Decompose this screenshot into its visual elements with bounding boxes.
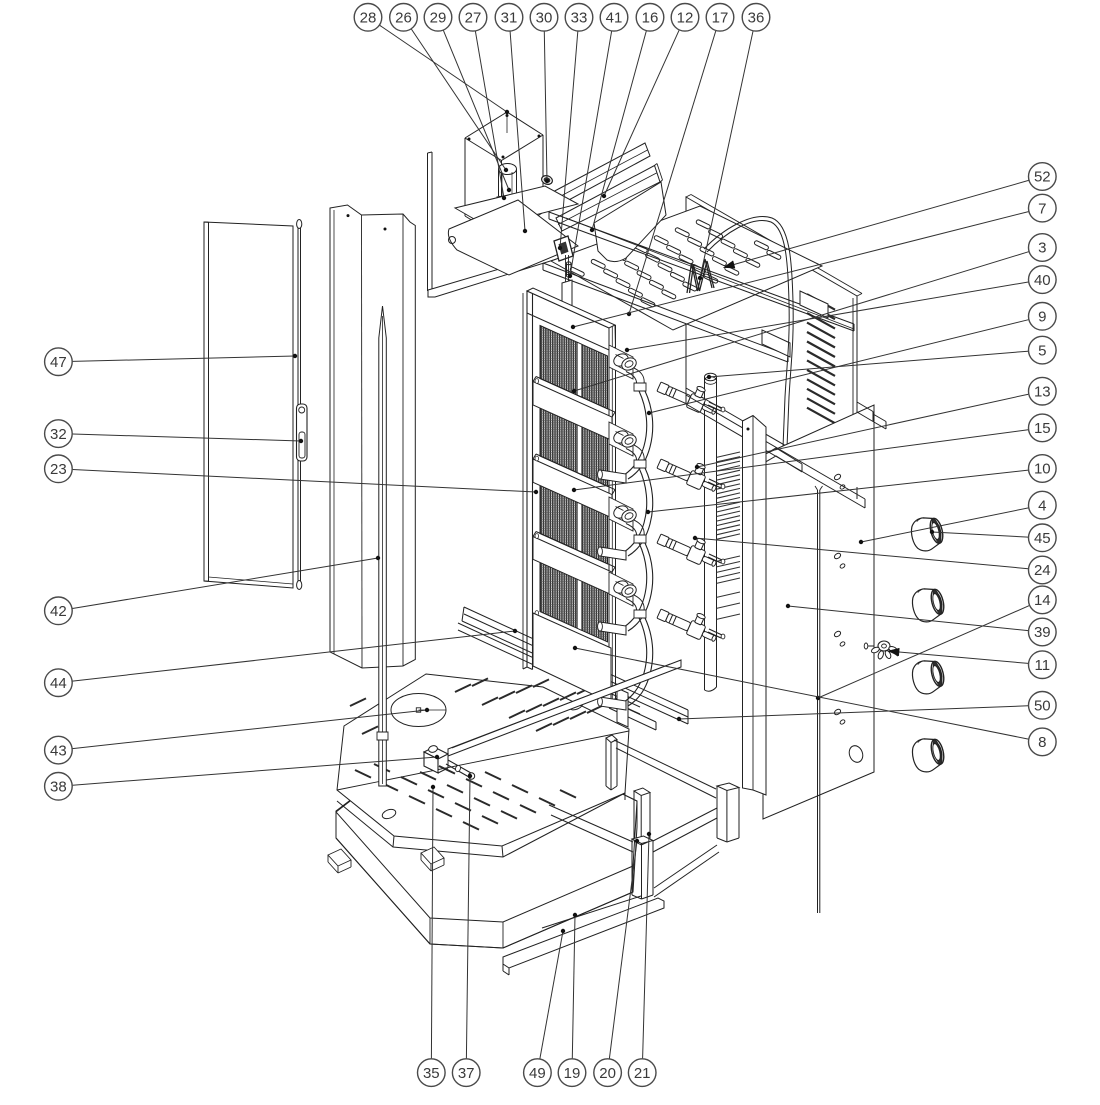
svg-text:45: 45 bbox=[1034, 530, 1051, 547]
svg-text:47: 47 bbox=[50, 354, 67, 371]
svg-text:29: 29 bbox=[430, 10, 447, 27]
svg-text:37: 37 bbox=[458, 1065, 475, 1082]
svg-text:19: 19 bbox=[564, 1065, 581, 1082]
svg-text:12: 12 bbox=[677, 10, 694, 27]
svg-text:44: 44 bbox=[50, 675, 67, 692]
svg-text:28: 28 bbox=[360, 10, 377, 27]
svg-text:8: 8 bbox=[1038, 734, 1046, 751]
svg-text:10: 10 bbox=[1034, 461, 1051, 478]
svg-text:52: 52 bbox=[1034, 169, 1051, 186]
svg-text:40: 40 bbox=[1034, 272, 1051, 289]
svg-text:41: 41 bbox=[606, 10, 623, 27]
svg-text:43: 43 bbox=[50, 742, 67, 759]
svg-text:27: 27 bbox=[465, 10, 482, 27]
svg-text:26: 26 bbox=[395, 10, 412, 27]
svg-text:11: 11 bbox=[1035, 657, 1051, 674]
svg-text:33: 33 bbox=[571, 10, 588, 27]
svg-text:5: 5 bbox=[1038, 342, 1046, 359]
svg-text:38: 38 bbox=[50, 779, 67, 796]
svg-text:15: 15 bbox=[1034, 420, 1051, 437]
svg-text:9: 9 bbox=[1038, 309, 1046, 326]
svg-text:21: 21 bbox=[634, 1065, 651, 1082]
svg-text:50: 50 bbox=[1034, 698, 1051, 715]
svg-text:23: 23 bbox=[50, 461, 67, 478]
svg-text:20: 20 bbox=[599, 1065, 616, 1082]
svg-text:36: 36 bbox=[748, 10, 765, 27]
svg-text:13: 13 bbox=[1034, 383, 1051, 400]
svg-text:14: 14 bbox=[1034, 592, 1051, 609]
svg-text:42: 42 bbox=[50, 603, 67, 620]
svg-text:7: 7 bbox=[1038, 200, 1046, 217]
svg-text:39: 39 bbox=[1034, 624, 1051, 641]
svg-text:49: 49 bbox=[529, 1065, 546, 1082]
svg-text:24: 24 bbox=[1034, 562, 1051, 579]
svg-text:17: 17 bbox=[712, 10, 729, 27]
svg-text:32: 32 bbox=[50, 426, 67, 443]
svg-text:30: 30 bbox=[536, 10, 553, 27]
svg-text:16: 16 bbox=[642, 10, 659, 27]
svg-text:31: 31 bbox=[501, 10, 518, 27]
svg-text:3: 3 bbox=[1038, 240, 1046, 257]
svg-text:35: 35 bbox=[423, 1065, 440, 1082]
svg-text:4: 4 bbox=[1038, 497, 1046, 514]
